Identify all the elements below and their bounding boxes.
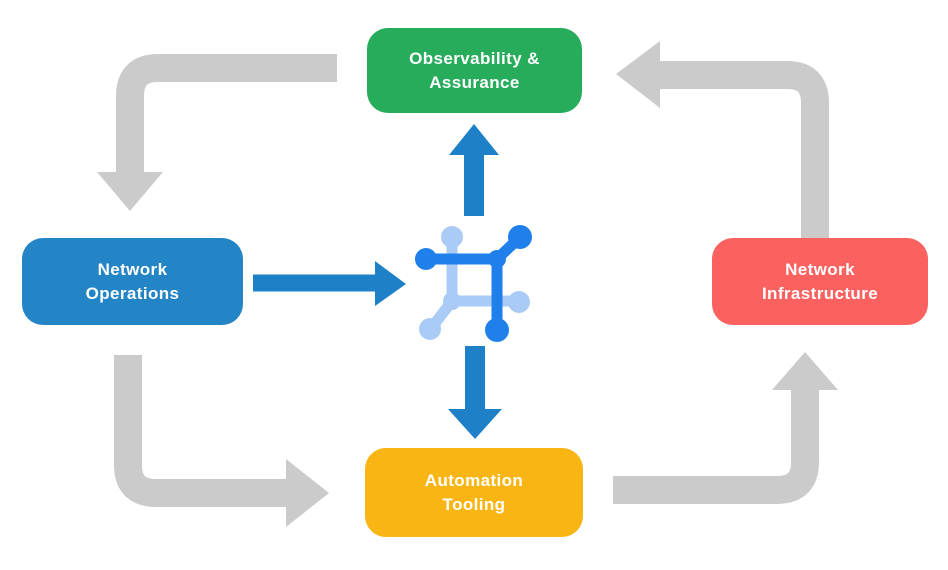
arrow-head-down-icon [448, 409, 502, 439]
arrow-operations-to-hub [253, 261, 406, 306]
node-label-line2: Assurance [429, 73, 520, 92]
arrow-head-up-icon [772, 352, 838, 390]
arrow-infrastructure-to-observability [616, 41, 829, 238]
node-label-line2: Operations [85, 284, 180, 303]
arrow-observability-to-operations [97, 54, 337, 211]
node-label-line1: Observability & [409, 48, 540, 68]
node-label-line2: Tooling [442, 495, 506, 514]
node-observability-assurance: Observability & Assurance [367, 28, 582, 113]
arrow-head-right-icon [286, 459, 329, 527]
network-hub-icon [415, 225, 532, 342]
node-label-line1: Automation [424, 470, 524, 490]
arrow-hub-to-automation [448, 346, 502, 439]
arrow-shaft [116, 54, 337, 174]
arrow-hub-to-observability [449, 124, 499, 216]
hub-light-joint [443, 292, 461, 310]
hub-dark-arm [415, 225, 532, 342]
arrow-head-down-icon [97, 172, 163, 211]
hub-light-node-top [441, 226, 463, 248]
arrow-shaft [658, 61, 829, 238]
arrow-head-left-icon [616, 41, 660, 108]
hub-dark-node-top-right [508, 225, 532, 249]
hub-dark-node-left [415, 248, 437, 270]
hub-light-node-bottom-left [419, 318, 441, 340]
arrow-head-right-icon [375, 261, 406, 306]
node-network-operations: Network Operations [22, 238, 243, 325]
hub-dark-node-bottom [485, 318, 509, 342]
node-label-line1: Network [785, 259, 855, 279]
arrow-shaft [114, 355, 288, 507]
arrow-automation-to-infrastructure [613, 352, 838, 504]
hub-light-node-right [508, 291, 530, 313]
arrow-shaft [613, 389, 819, 504]
arrow-head-up-icon [449, 124, 499, 155]
node-network-infrastructure: Network Infrastructure [712, 238, 928, 325]
node-automation-tooling: Automation Tooling [365, 448, 583, 537]
hub-dark-joint [488, 250, 506, 268]
arrow-operations-to-automation [114, 355, 329, 527]
node-label-line1: Network [97, 259, 168, 279]
node-label-line2: Infrastructure [761, 284, 879, 303]
